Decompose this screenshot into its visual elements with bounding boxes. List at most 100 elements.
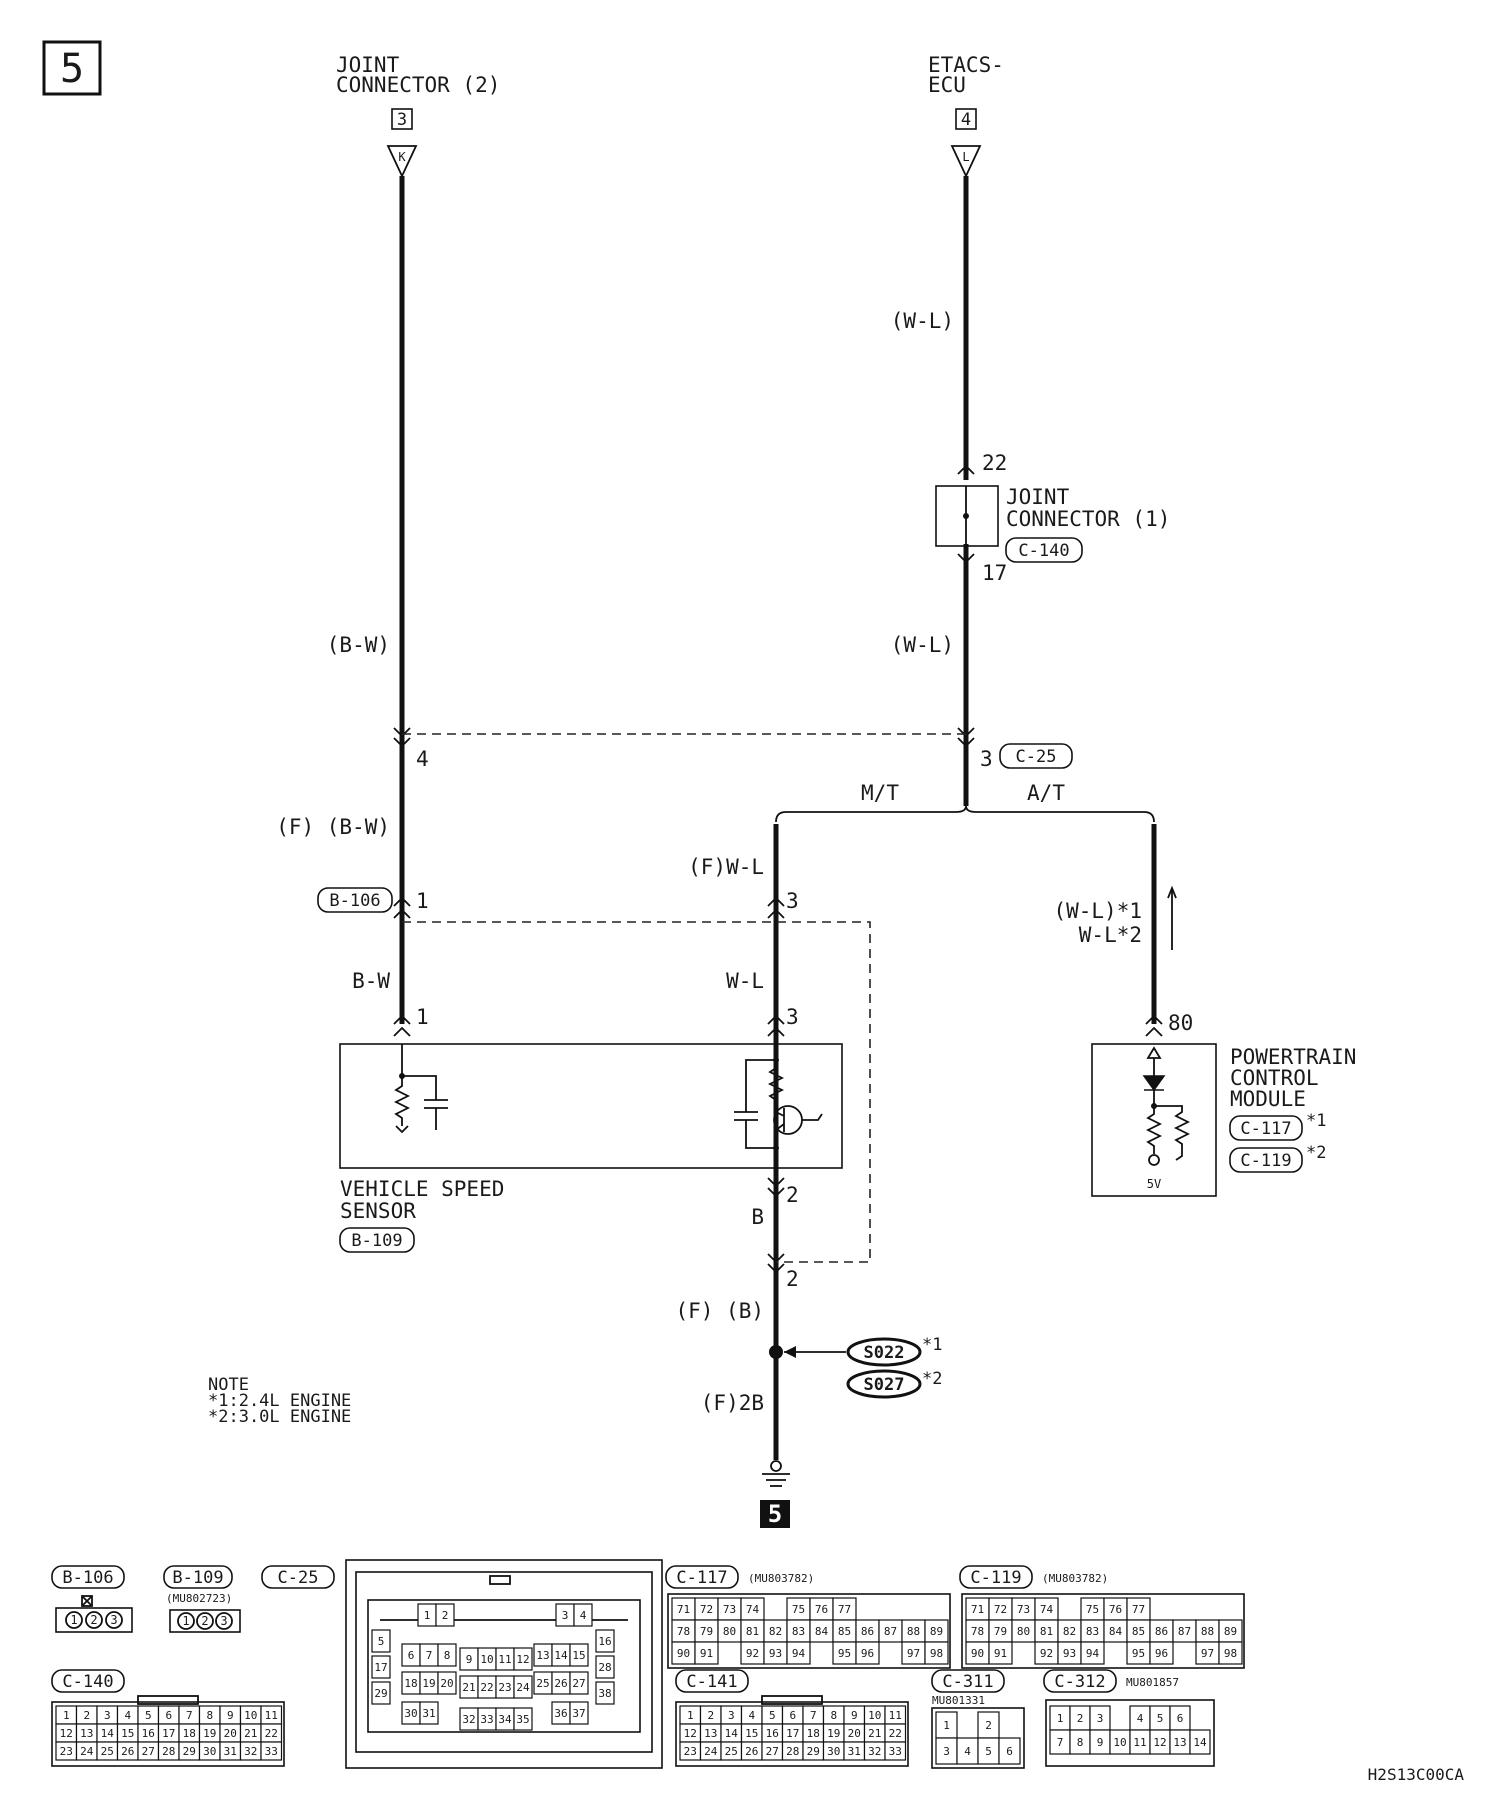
cv-c311-part: MU801331 (932, 1694, 985, 1707)
cv-c25-pin: 8 (444, 1649, 451, 1662)
cv-c25-cell (435, 1603, 455, 1627)
left-wire-bw: (B-W) (F) (B-W) B-W 4 1 1 B-106 (276, 176, 429, 1037)
mt-wire-label-f: (F)W-L (688, 855, 764, 879)
at-wire: (W-L)*1 W-L*2 80 (1053, 824, 1193, 1037)
cv-c25-pin: 19 (422, 1677, 435, 1690)
cv-c141-pin: 14 (725, 1727, 739, 1740)
cv-c141-pin: 8 (830, 1709, 837, 1722)
cv-c141-pin: 12 (684, 1727, 697, 1740)
cv-c117-pin: 98 (930, 1647, 943, 1660)
c25-right-chevron-icon (957, 727, 975, 748)
vss-title-line2: SENSOR (340, 1199, 416, 1223)
cv-c140-pin: 21 (244, 1727, 257, 1740)
pcm-pullup-resistor-icon (1145, 1106, 1163, 1154)
splice-s022-badge (846, 1337, 922, 1367)
cv-c119-pin: 98 (1224, 1647, 1237, 1660)
at-wire-label-1: (W-L)*1 (1053, 899, 1142, 923)
cv-c140-pin: 3 (104, 1709, 111, 1722)
cv-c25-pin: 29 (374, 1687, 387, 1700)
cv-c141-pin: 28 (786, 1745, 799, 1758)
ground-ref-box (760, 1500, 790, 1528)
cv-c25-pin: 27 (572, 1677, 585, 1690)
cv-c119-pin: 88 (1201, 1625, 1214, 1638)
pcm-ref-c117: C-117 (1240, 1119, 1291, 1139)
b106-left-pin: 1 (416, 889, 429, 913)
cv-c25-pin: 32 (462, 1713, 475, 1726)
vss-right-chevron-icon (767, 1014, 785, 1037)
vss-capacitor-icon (402, 1075, 448, 1130)
mt-wire-label-low: W-L (726, 969, 764, 993)
cv-c25-pin: 4 (580, 1609, 587, 1622)
pcm-ref-c117-note: *1 (1306, 1111, 1326, 1131)
cv-c25-pin: 3 (562, 1609, 569, 1622)
cv-c311-pin: 4 (964, 1745, 971, 1758)
cv-c312-pin: 9 (1097, 1736, 1104, 1749)
vss-box (339, 1043, 843, 1169)
etacs-wire-label-mid: (W-L) (891, 633, 954, 657)
cv-c25-pin: 5 (378, 1635, 385, 1648)
cv-c119-pin: 94 (1086, 1647, 1100, 1660)
connector-view-c117: C-117 (MU803782) (665, 1565, 951, 1669)
joint-connector-2-terminal: JOINT CONNECTOR (2) 3 K (336, 53, 500, 179)
cv-c25-pin: 38 (598, 1687, 611, 1700)
b106-right-chevron-icon (767, 896, 785, 919)
cv-c312-part: MU801857 (1126, 1676, 1179, 1689)
cv-c140-pin: 5 (145, 1709, 152, 1722)
cv-c141-pin: 16 (766, 1727, 779, 1740)
cv-c141-pin: 32 (868, 1745, 881, 1758)
c140-ref-frame (1005, 537, 1083, 563)
etacs-ecu-terminal: ETACS- ECU 4 L (928, 53, 1004, 179)
cv-c140-pin: 29 (183, 1745, 196, 1758)
connector-view-c311: C-311 MU801331 (931, 1669, 1025, 1769)
cv-c119-pin: 85 (1132, 1625, 1145, 1638)
connector-view-c140: C-140 (51, 1669, 285, 1767)
cv-c140-pin: 4 (124, 1709, 131, 1722)
pcm-title-line3: MODULE (1230, 1087, 1306, 1111)
cv-c119-cell (1080, 1641, 1105, 1665)
cv-c25-pin: 21 (462, 1681, 475, 1694)
b106-shield-dashline (402, 921, 871, 1263)
cv-c312-pin: 14 (1193, 1736, 1207, 1749)
vss-left-chevron-icon (393, 1014, 411, 1037)
cv-c311-pin: 5 (985, 1745, 992, 1758)
jc2-arrow-icon (386, 145, 418, 179)
cv-c140-pin: 10 (244, 1709, 257, 1722)
cv-c312-pin: 5 (1157, 1712, 1164, 1725)
cv-c141-pin: 21 (868, 1727, 881, 1740)
cv-c117-cell (694, 1641, 719, 1665)
jc2-ref: 3 (397, 110, 407, 130)
cv-c141-pin: 33 (889, 1745, 902, 1758)
cv-b109-pin: 3 (220, 1614, 227, 1628)
cv-c141-pin: 5 (769, 1709, 776, 1722)
etacs-wire-wl: (W-L) (W-L) 22 17 3 C-25 (891, 176, 1073, 806)
cv-c119-pin: 97 (1201, 1647, 1214, 1660)
splice-s027-badge (846, 1369, 922, 1399)
splice-s027: S027 (864, 1375, 905, 1395)
cv-c117-pin: 97 (907, 1647, 920, 1660)
cv-c25-pin: 9 (466, 1653, 473, 1666)
cv-c119-pin: 74 (1040, 1603, 1054, 1616)
cv-c141-pin: 25 (725, 1745, 738, 1758)
cv-c119-pin: 71 (971, 1603, 984, 1616)
page-number: 5 (60, 46, 84, 92)
vss-left-pin: 1 (416, 1005, 429, 1029)
cv-c140-pin: 8 (206, 1709, 213, 1722)
cv-c25-cell (513, 1675, 533, 1699)
cv-c311-cell (998, 1737, 1021, 1765)
cv-c25-pin: 10 (480, 1653, 493, 1666)
jc2-title-line2: CONNECTOR (2) (336, 73, 500, 97)
cv-c141-pin: 13 (704, 1727, 717, 1740)
cv-c312-ref: C-312 (1054, 1672, 1105, 1692)
cv-c25-cell (569, 1643, 589, 1667)
cv-c117-pin: 79 (700, 1625, 713, 1638)
cv-c117-pin: 92 (746, 1647, 759, 1660)
cv-c117-pin: 96 (861, 1647, 874, 1660)
cv-c140-pin: 25 (101, 1745, 114, 1758)
cv-c119-pin: 91 (994, 1647, 1007, 1660)
page-number-box: 5 (42, 40, 102, 96)
cv-c141-pin: 1 (687, 1709, 694, 1722)
cv-c312-pin: 12 (1153, 1736, 1166, 1749)
ground-wire-label-f-2b: (F)2B (701, 1391, 764, 1415)
cv-c119-pin: 95 (1132, 1647, 1145, 1660)
